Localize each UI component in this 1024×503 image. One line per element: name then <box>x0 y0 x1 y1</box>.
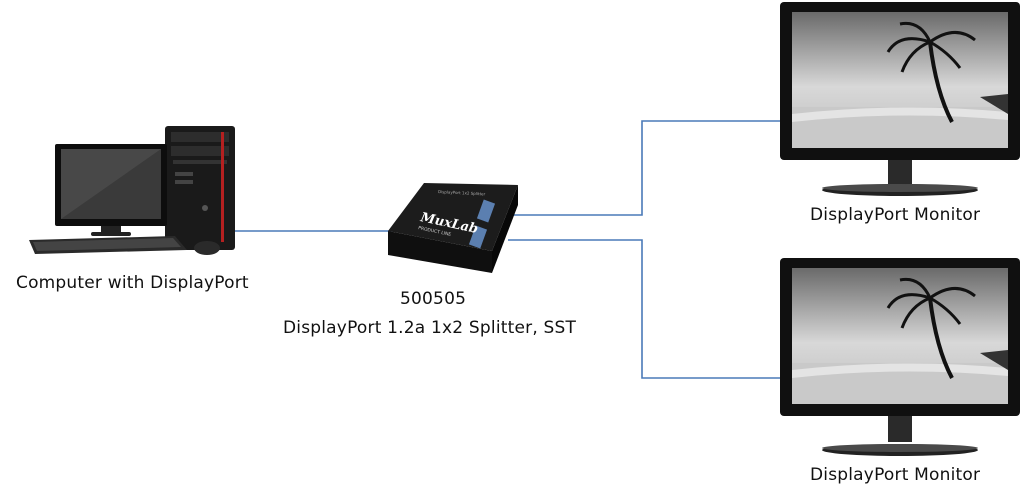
cable-splitter-to-monitor-1 <box>508 121 785 215</box>
monitor-icon-1 <box>780 2 1020 198</box>
splitter-description-label: DisplayPort 1.2a 1x2 Splitter, SST <box>283 318 576 338</box>
monitor-2-label: DisplayPort Monitor <box>810 465 980 485</box>
monitor-icon-2 <box>780 258 1020 458</box>
computer-label: Computer with DisplayPort <box>16 273 249 293</box>
monitor-1-label: DisplayPort Monitor <box>810 205 980 225</box>
computer-icon <box>25 122 240 262</box>
splitter-model-label: 500505 <box>400 289 466 309</box>
splitter-device: MuxLab PRODUCT LINE DisplayPort 1x2 Spli… <box>384 177 520 279</box>
cable-splitter-to-monitor-2 <box>508 240 785 378</box>
